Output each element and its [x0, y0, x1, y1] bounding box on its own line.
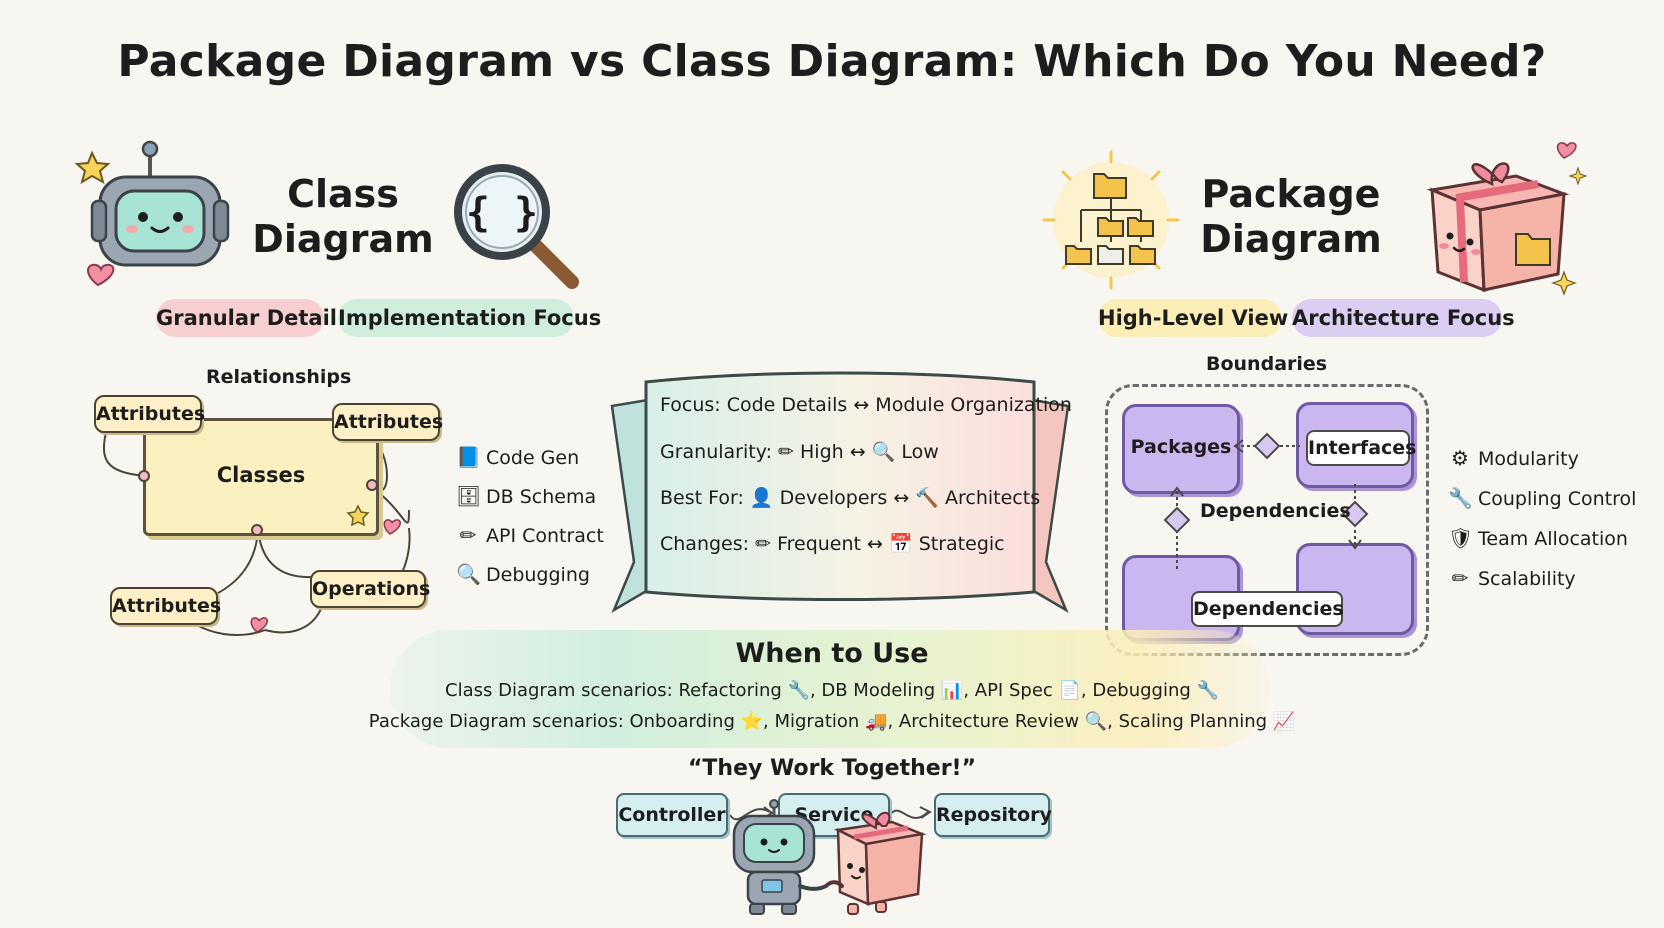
use-debugging: 🔍Debugging: [456, 562, 604, 601]
pill-granular-detail: Granular Detail: [156, 299, 337, 337]
hammer-icon: 🔨: [915, 487, 939, 509]
attributes-tag-top-left: Attributes: [94, 395, 205, 433]
benefit-label: Team Allocation: [1478, 528, 1628, 550]
pill-high-level-view: High-Level View: [1098, 299, 1288, 337]
row-granularity: Granularity: ✏ High ↔ 🔍 Low: [660, 440, 1072, 486]
class-heading-line2: Diagram: [252, 217, 434, 261]
package-scenarios-line: Package Diagram scenarios: Onboarding ⭐,…: [368, 711, 1296, 732]
relationships-label: Relationships: [206, 366, 352, 388]
row-label: Focus:: [660, 394, 721, 416]
boundaries-label: Boundaries: [1206, 353, 1328, 375]
book-icon: 📘: [456, 445, 481, 469]
database-icon: 🗄: [456, 484, 482, 508]
row-label: Changes:: [660, 533, 750, 555]
pencil-icon: ✏: [755, 533, 772, 555]
gear-icon: ⚙: [1451, 446, 1469, 470]
use-code-gen: 📘Code Gen: [456, 445, 604, 484]
package-benefits-list: ⚙ Modularity 🔧Coupling Control 🛡Team Allo…: [1448, 446, 1636, 606]
benefit-label: Coupling Control: [1478, 488, 1637, 510]
row-left: High: [800, 441, 844, 463]
attributes-tag-top-right: Attributes: [332, 403, 443, 441]
robot-icon: [74, 140, 230, 287]
interfaces-label: Interfaces: [1308, 437, 1417, 459]
benefit-coupling-control: 🔧Coupling Control: [1448, 486, 1636, 526]
comparison-banner: [610, 371, 1070, 613]
when-to-use-heading: When to Use: [735, 638, 929, 669]
class-uses-list: 📘Code Gen 🗄DB Schema ✏ API Contract 🔍Debu…: [456, 445, 604, 601]
together-arrows: [729, 806, 932, 821]
magnifier-code-icon: { }: [454, 164, 579, 289]
use-label: API Contract: [486, 525, 604, 547]
comparison-rows: Focus: Code Details ↔ Module Organizatio…: [660, 394, 1072, 578]
calendar-icon: 📅: [889, 533, 913, 555]
svg-text:{ }: { }: [466, 190, 538, 236]
benefit-label: Scalability: [1478, 568, 1576, 590]
benefit-team-allocation: 🛡Team Allocation: [1448, 526, 1636, 566]
magnifier-icon: 🔍: [871, 441, 896, 463]
row-left: Developers: [779, 487, 888, 509]
attributes-tag-bottom-left: Attributes: [110, 587, 221, 625]
boundary-frame: [1105, 384, 1429, 656]
pencil-icon: ✏: [1451, 566, 1469, 590]
page-title: Package Diagram vs Class Diagram: Which …: [117, 36, 1547, 87]
layer-repository: Repository: [934, 793, 1052, 837]
pill-architecture-focus: Architecture Focus: [1292, 299, 1515, 337]
row-focus: Focus: Code Details ↔ Module Organizatio…: [660, 394, 1072, 440]
row-arrow: ↔: [893, 487, 910, 509]
dependencies-tag: Dependencies: [1191, 591, 1344, 627]
row-arrow: ↔: [853, 394, 870, 416]
dependencies-tag-label: Dependencies: [1193, 598, 1344, 620]
row-best-for: Best For: 👤 Developers ↔ 🔨 Architects: [660, 486, 1072, 532]
use-label: Code Gen: [486, 447, 580, 469]
use-label: Debugging: [486, 564, 590, 586]
interfaces-tag: Interfaces: [1306, 430, 1416, 466]
use-label: DB Schema: [486, 486, 597, 508]
row-left: Frequent: [777, 533, 861, 555]
folder-hierarchy-icon: [1042, 150, 1180, 290]
package-heading-line2: Diagram: [1200, 217, 1382, 261]
use-db-schema: 🗄DB Schema: [456, 484, 604, 523]
shield-icon: 🛡: [1448, 526, 1474, 550]
dependencies-label: Dependencies: [1200, 500, 1351, 522]
row-arrow: ↔: [867, 533, 883, 555]
pill-implementation-focus: Implementation Focus: [338, 299, 601, 337]
row-label: Granularity:: [660, 441, 772, 463]
benefit-scalability: ✏ Scalability: [1448, 566, 1636, 606]
together-quote: “They Work Together!”: [687, 756, 977, 781]
person-icon: 👤: [749, 487, 774, 509]
row-right: Low: [901, 441, 939, 463]
benefit-label: Modularity: [1478, 448, 1579, 470]
row-right: Architects: [945, 487, 1041, 509]
gift-box-icon: [1426, 142, 1588, 296]
class-connector-dots: [138, 470, 401, 633]
row-changes: Changes: ✏ Frequent ↔ 📅 Strategic: [660, 532, 1072, 578]
layer-controller: Controller: [616, 793, 728, 837]
row-right: Strategic: [918, 533, 1005, 555]
class-heading-line1: Class: [287, 172, 399, 216]
magnifier-icon: 🔍: [456, 562, 481, 586]
use-api-contract: ✏ API Contract: [456, 523, 604, 562]
benefit-modularity: ⚙ Modularity: [1448, 446, 1636, 486]
packages-label: Packages: [1130, 436, 1232, 458]
class-scenarios-line: Class Diagram scenarios: Refactoring 🔧, …: [445, 680, 1219, 701]
package-dependency-arrows: [1163, 432, 1369, 572]
operations-tag: Operations: [310, 570, 430, 608]
row-left: Code Details: [726, 394, 848, 416]
pencil-icon: ✏: [459, 523, 477, 547]
package-heading-line1: Package: [1201, 172, 1381, 216]
when-to-use-band: [390, 630, 1270, 748]
packages-box: Packages: [1122, 404, 1240, 494]
row-label: Best For:: [660, 487, 744, 509]
wrench-icon: 🔧: [1448, 486, 1473, 510]
row-arrow: ↔: [849, 441, 866, 463]
classes-label: Classes: [216, 463, 306, 487]
star-icon: [346, 504, 370, 527]
robot-gift-handshake-icon: [732, 799, 927, 915]
pencil-icon: ✏: [778, 441, 794, 463]
row-right: Module Organization: [875, 394, 1072, 416]
